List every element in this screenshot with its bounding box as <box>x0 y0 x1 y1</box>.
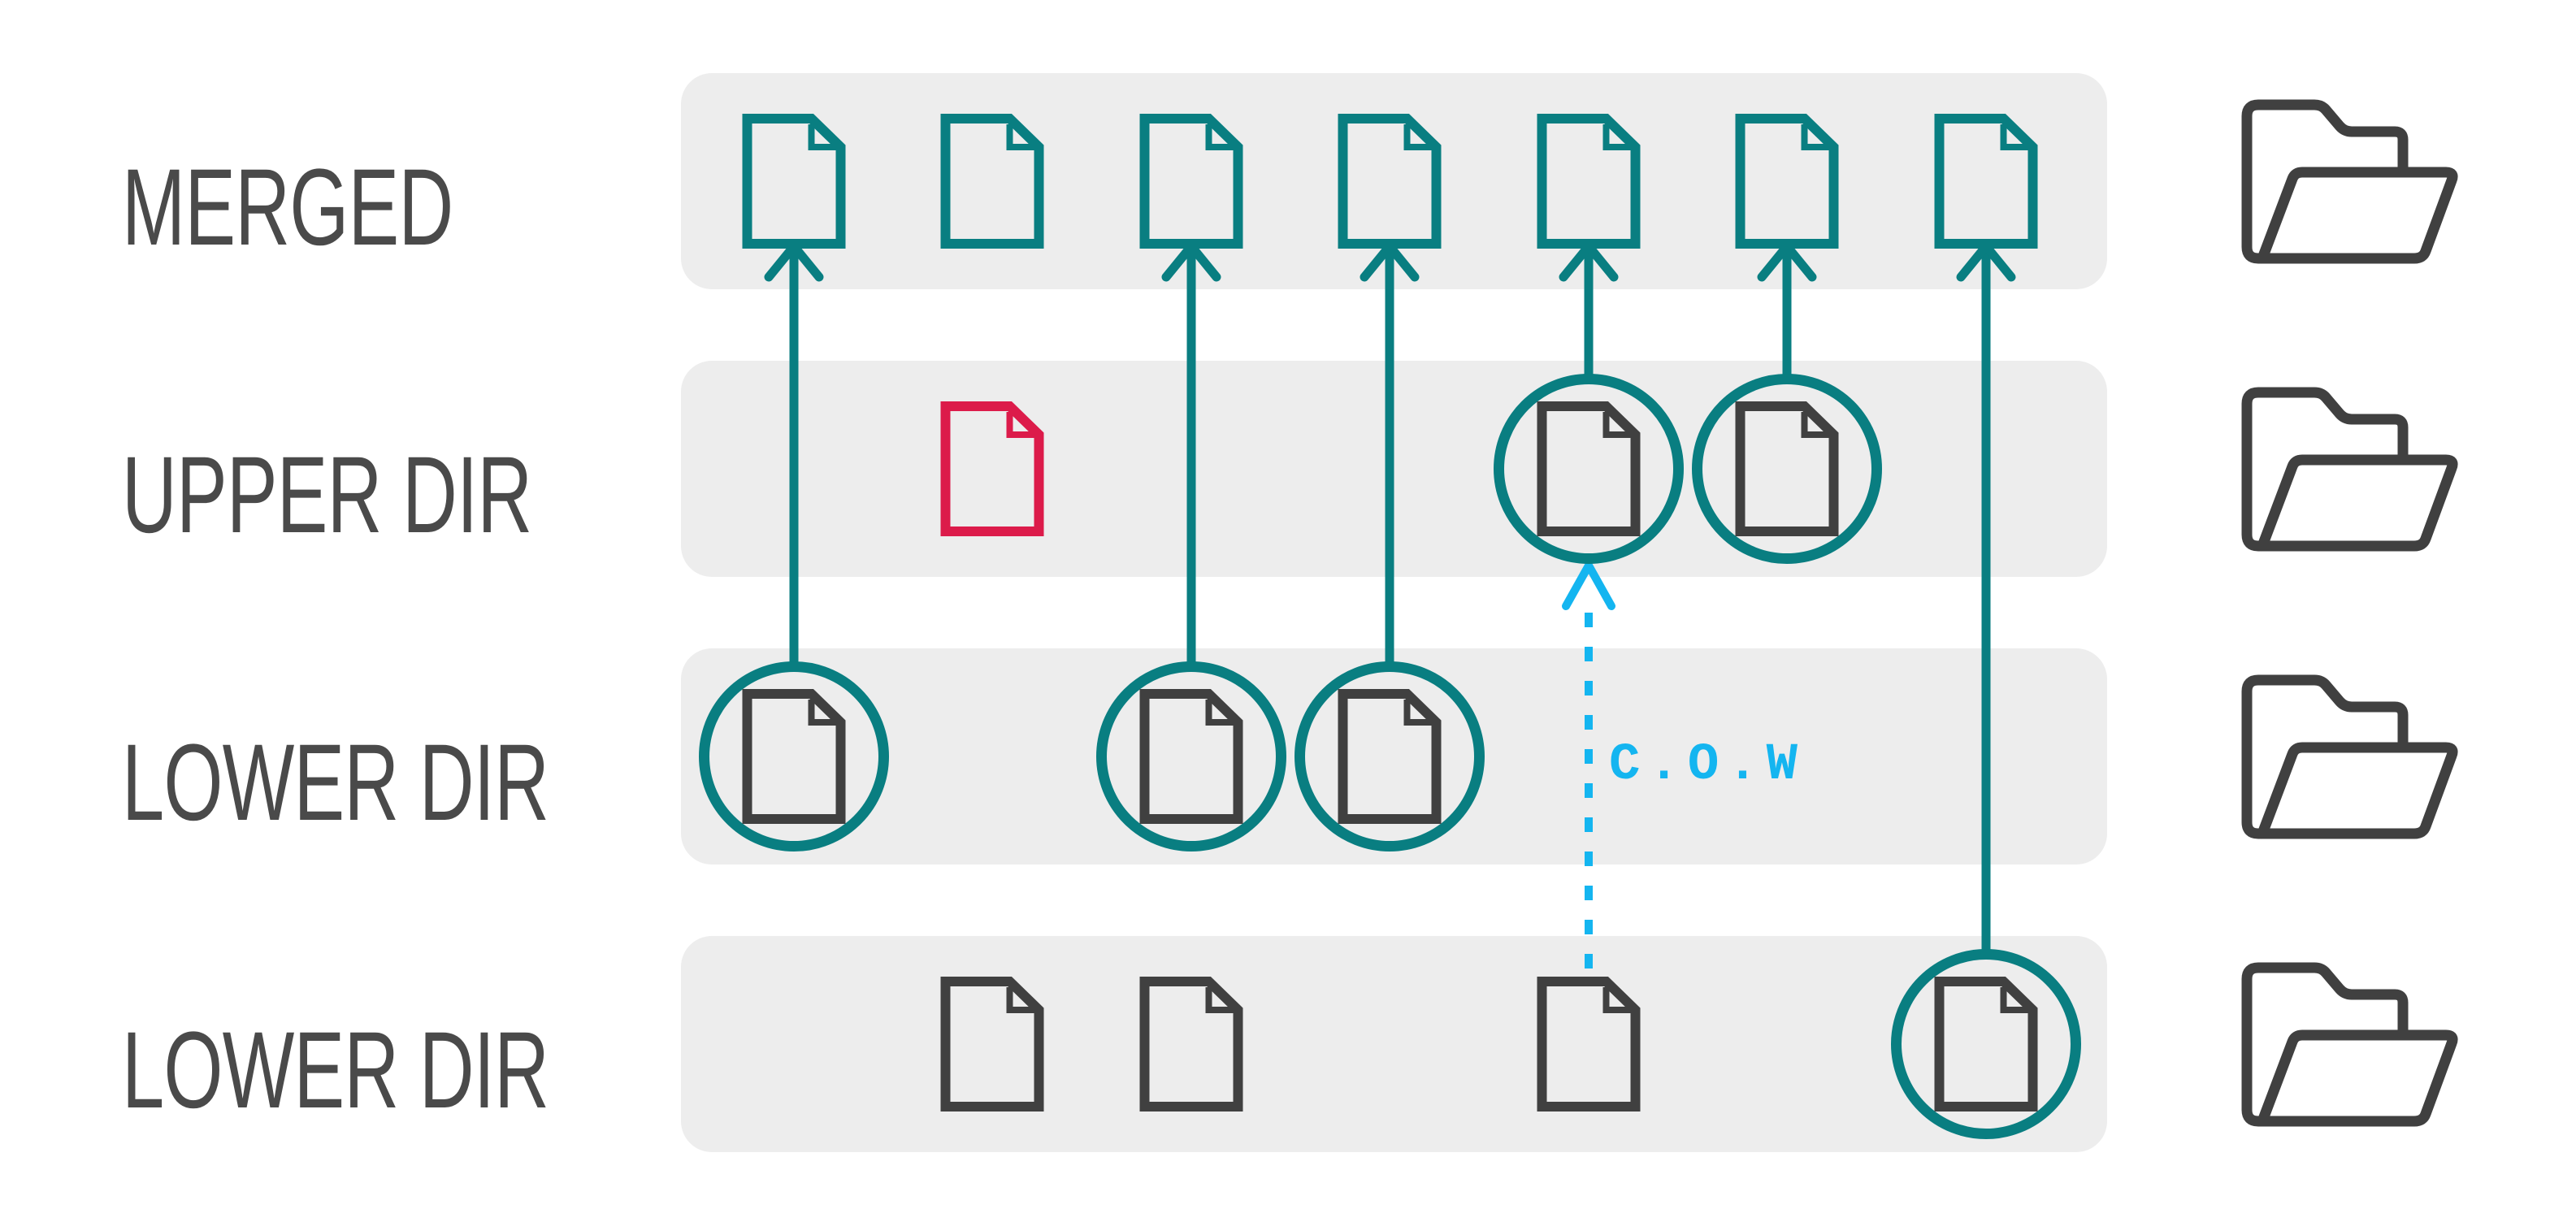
file-icon <box>1139 689 1243 824</box>
layer-band-lower-2 <box>681 936 2107 1152</box>
file-icon <box>940 977 1044 1112</box>
file-icon <box>940 114 1044 249</box>
file-icon <box>1139 977 1243 1112</box>
cow-arrow <box>1562 561 1615 980</box>
file-icon <box>1537 114 1641 249</box>
file-icon <box>1934 114 2038 249</box>
highlight-circle <box>1096 661 1286 852</box>
merge-arrow <box>1559 241 1619 377</box>
merge-arrow <box>1956 241 2016 952</box>
file-icon <box>1537 977 1641 1112</box>
merge-arrow <box>1360 241 1420 665</box>
highlight-circle <box>1494 374 1684 564</box>
open-folder-icon <box>2241 962 2458 1127</box>
row-label-upper: UPPER DIR <box>122 435 532 556</box>
layer-band-lower-1 <box>681 648 2107 864</box>
file-icon <box>1537 401 1641 536</box>
open-folder-icon <box>2241 99 2458 264</box>
file-icon <box>1934 977 2038 1112</box>
merge-arrow <box>1757 241 1817 377</box>
file-icon <box>1735 114 1839 249</box>
file-icon <box>1338 114 1442 249</box>
row-label-lower-1: LOWER DIR <box>122 722 549 843</box>
row-label-merged: MERGED <box>122 147 453 268</box>
merge-arrow <box>764 241 824 665</box>
open-folder-icon <box>2241 674 2458 839</box>
file-icon <box>1139 114 1243 249</box>
highlight-circle <box>1692 374 1882 564</box>
file-icon <box>742 114 846 249</box>
file-icon <box>742 689 846 824</box>
highlight-circle <box>1891 949 2081 1139</box>
row-label-lower-2: LOWER DIR <box>122 1010 549 1131</box>
cow-arrow-label: C.O.W <box>1609 736 1806 795</box>
highlight-circle <box>1295 661 1485 852</box>
merge-arrow <box>1161 241 1221 665</box>
open-folder-icon <box>2241 387 2458 552</box>
file-icon <box>940 401 1044 536</box>
file-icon <box>1735 401 1839 536</box>
highlight-circle <box>699 661 889 852</box>
file-icon <box>1338 689 1442 824</box>
